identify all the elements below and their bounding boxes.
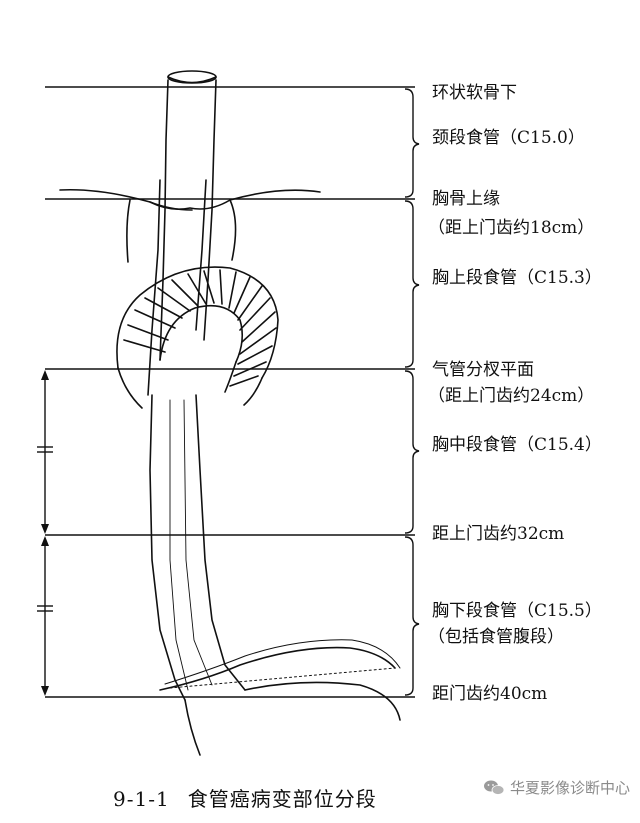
label-including-abdominal: （包括食管腹段）	[428, 627, 564, 647]
brace-upper-thoracic	[405, 201, 419, 367]
label-cricoid: 环状软骨下	[432, 83, 517, 103]
wechat-icon	[483, 779, 505, 797]
label-distance-24cm: （距上门齿约24cm）	[428, 386, 594, 406]
label-lower-thoracic-esophagus: 胸下段食管（C15.5）	[432, 601, 602, 621]
watermark-text: 华夏影像诊断中心	[510, 777, 630, 798]
label-tracheal-bifurcation: 气管分杈平面	[432, 360, 534, 380]
label-distance-40cm: 距门齿约40cm	[432, 684, 547, 704]
watermark: 华夏影像诊断中心	[483, 777, 630, 798]
figure-caption: 9-1-1 食管癌病变部位分段	[113, 783, 377, 812]
label-middle-thoracic-esophagus: 胸中段食管（C15.4）	[432, 435, 602, 455]
label-sternum-upper-edge: 胸骨上缘	[432, 189, 500, 209]
label-upper-thoracic-esophagus: 胸上段食管（C15.3）	[432, 268, 602, 288]
label-distance-18cm: （距上门齿约18cm）	[428, 218, 594, 238]
esophagus-illustration	[60, 71, 400, 755]
label-distance-32cm: 距上门齿约32cm	[432, 524, 564, 544]
label-cervical-esophagus: 颈段食管（C15.0）	[432, 128, 585, 148]
figure-title: 食管癌病变部位分段	[188, 787, 377, 811]
brace-middle-thoracic	[405, 371, 419, 533]
figure-number: 9-1-1	[113, 787, 170, 811]
brace-lower-thoracic	[405, 537, 419, 695]
brace-cervical	[405, 89, 419, 197]
